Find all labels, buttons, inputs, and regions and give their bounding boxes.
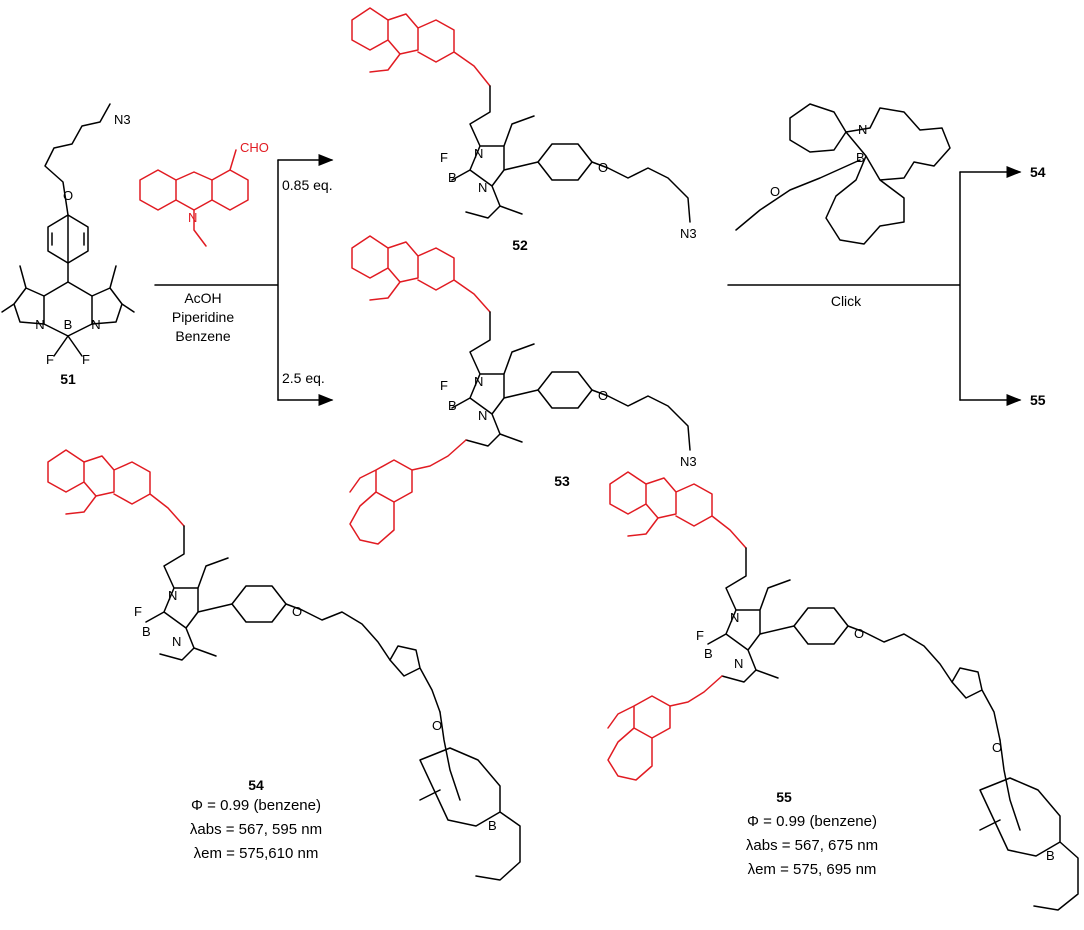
atom-b-52: B: [448, 170, 457, 185]
product-55-emission: λem = 575, 695 nm: [748, 861, 877, 878]
atom-f-55a: F: [696, 628, 704, 643]
compound-label-52: 52: [512, 237, 528, 253]
atom-n-53a: N: [474, 374, 483, 389]
atom-b-51: B: [64, 317, 73, 332]
compound-label-51: 51: [60, 371, 76, 387]
atom-n-55b: N: [734, 656, 743, 671]
product-54-quantum-yield: Φ = 0.99 (benzene): [191, 797, 321, 814]
atom-b-53: B: [448, 398, 457, 413]
atom-b-54-subpc: B: [488, 818, 497, 833]
carbazole-aldehyde-structure: CHO N: [139, 140, 269, 247]
atom-o-55: O: [854, 626, 864, 641]
equiv-low: 0.85 eq.: [282, 177, 333, 193]
atom-n-52a: N: [474, 146, 483, 161]
atom-o-51: O: [63, 188, 73, 203]
product-54-emission: λem = 575,610 nm: [194, 845, 319, 862]
product-55-absorption: λabs = 567, 675 nm: [746, 837, 878, 854]
condition-piperidine: Piperidine: [172, 309, 234, 325]
atom-f-51b: F: [82, 352, 90, 367]
compound-label-53: 53: [554, 473, 570, 489]
compound-55-structure: N F B N O O B: [607, 471, 1079, 911]
atom-f-53a: F: [440, 378, 448, 393]
compound-51-structure: O N B N F F N3 51: [1, 103, 135, 387]
compound-52-structure: N F B N O N3 52: [351, 7, 697, 253]
atom-b-55-subpc: B: [1046, 848, 1055, 863]
atom-n-54b: N: [172, 634, 181, 649]
arrow-product-55: 55: [1030, 392, 1046, 408]
azide-52: N3: [680, 226, 697, 241]
atom-o-52: O: [598, 160, 608, 175]
arrow-product-54: 54: [1030, 164, 1046, 180]
condition-benzene: Benzene: [175, 328, 230, 344]
condition-click: Click: [831, 293, 862, 309]
atom-n-reagent: N: [188, 210, 197, 225]
atom-o-subpc: O: [770, 184, 780, 199]
compound-53-structure: N F B N O N3 53: [349, 235, 697, 545]
atom-n-subpc-a: N: [858, 122, 867, 137]
subphthalocyanine-reagent-structure: N B O: [735, 103, 951, 245]
atom-b-55: B: [704, 646, 713, 661]
reaction-arrows: [154, 154, 1022, 406]
aldehyde-group: CHO: [240, 140, 269, 155]
product-54-label: 54: [248, 777, 264, 793]
atom-n-54a: N: [168, 588, 177, 603]
azide-51: N3: [114, 112, 131, 127]
atom-o-53: O: [598, 388, 608, 403]
atom-b-54: B: [142, 624, 151, 639]
product-55-label: 55: [776, 789, 792, 805]
atom-b-subpc: B: [856, 150, 865, 165]
atom-o-55b: O: [992, 740, 1002, 755]
compound-54-structure: N F B N O O B: [47, 449, 521, 881]
atom-n-53b: N: [478, 408, 487, 423]
atom-f-52a: F: [440, 150, 448, 165]
atom-f-51a: F: [46, 352, 54, 367]
equiv-high: 2.5 eq.: [282, 370, 325, 386]
atom-o-54b: O: [432, 718, 442, 733]
atom-n-51b: N: [91, 317, 100, 332]
condition-acoh: AcOH: [184, 290, 221, 306]
atom-n-51a: N: [35, 317, 44, 332]
atom-n-55a: N: [730, 610, 739, 625]
product-54-absorption: λabs = 567, 595 nm: [190, 821, 322, 838]
atom-n-52b: N: [478, 180, 487, 195]
product-55-quantum-yield: Φ = 0.99 (benzene): [747, 813, 877, 830]
atom-f-54a: F: [134, 604, 142, 619]
azide-53: N3: [680, 454, 697, 469]
atom-o-54: O: [292, 604, 302, 619]
